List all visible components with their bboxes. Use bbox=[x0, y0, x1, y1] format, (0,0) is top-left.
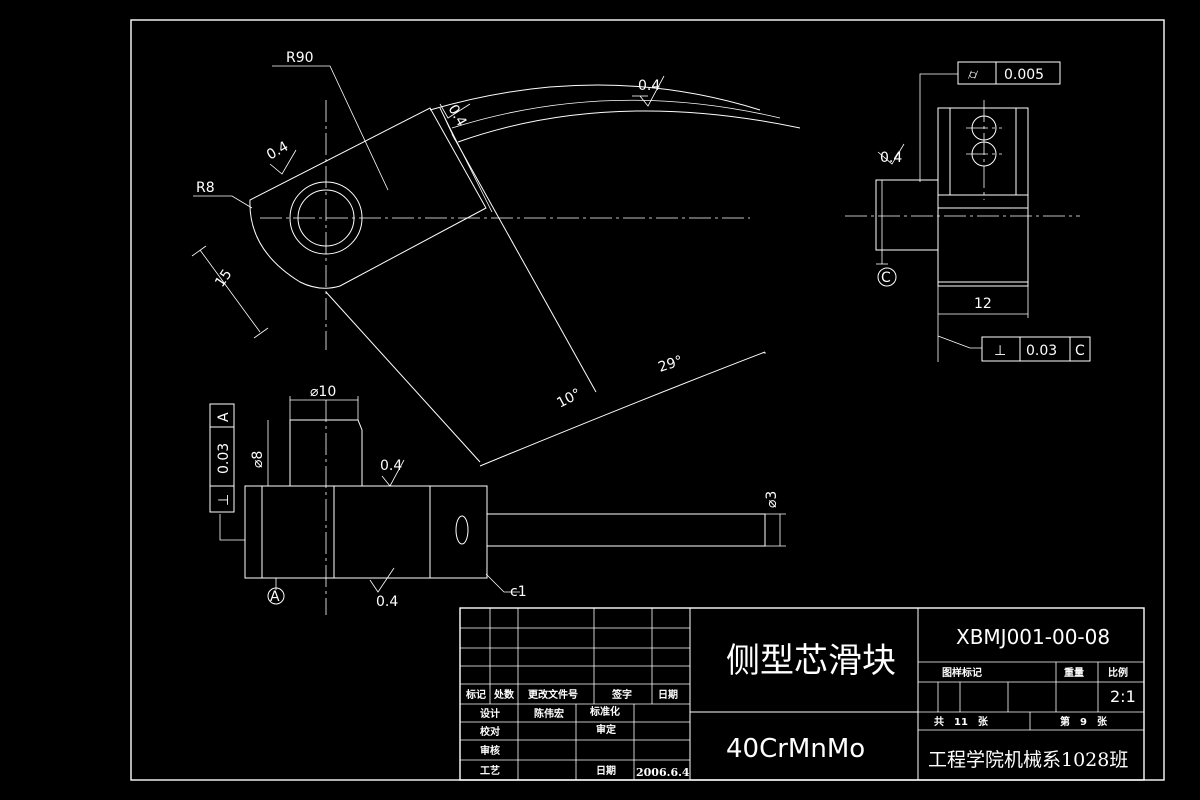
datum-a-marker: A bbox=[267, 587, 285, 605]
school-name: 工程学院机械系1028班 bbox=[928, 749, 1128, 771]
datum-a-label: A bbox=[270, 589, 280, 605]
material: 40CrMnMo bbox=[726, 734, 865, 764]
process-label: 工艺 bbox=[480, 764, 500, 777]
designer-name: 陈伟宏 bbox=[534, 707, 564, 720]
dim-c1: c1 bbox=[510, 584, 527, 600]
check-label: 校对 bbox=[480, 725, 500, 738]
dim-dia8: ⌀8 bbox=[250, 451, 266, 468]
fcf-cyl-symbol: ⌭ bbox=[968, 67, 978, 83]
rough-eye: 0.4 bbox=[264, 138, 291, 163]
date-value: 2006.6.4 bbox=[636, 766, 690, 779]
datum-c-marker: C bbox=[877, 267, 897, 287]
drawing-number: XBMJ001-00-08 bbox=[956, 625, 1110, 649]
dim-r8: R8 bbox=[196, 180, 215, 196]
fcf-a-ref: A bbox=[216, 412, 232, 422]
date-label: 日期 bbox=[596, 764, 616, 777]
cylindricity-frame: ⌭ 0.005 bbox=[957, 61, 1061, 85]
perpendicularity-frame-c: ⊥ 0.03 C bbox=[981, 336, 1091, 362]
fcf-c-value: 0.03 bbox=[1026, 343, 1057, 359]
fcf-a-symbol: ⊥ bbox=[216, 494, 232, 506]
rev-header-sign: 签字 bbox=[611, 688, 632, 701]
scale-value: 2:1 bbox=[1110, 687, 1136, 706]
title-block: 标记 处数 更改文件号 签字 日期 设计 陈伟宏 标准化 校对 审定 审核 工艺… bbox=[459, 607, 1145, 781]
review-label: 审定 bbox=[596, 723, 616, 736]
rough-side: 0.4 bbox=[880, 150, 902, 166]
rev-header-docno: 更改文件号 bbox=[528, 688, 578, 701]
main-view bbox=[191, 65, 801, 467]
standard-label: 标准化 bbox=[589, 705, 620, 718]
fcf-c-ref: C bbox=[1075, 343, 1085, 359]
rough-shank: 0.4 bbox=[376, 594, 398, 610]
stage-label: 图样标记 bbox=[942, 666, 982, 679]
dim-angle29: 29° bbox=[656, 353, 685, 376]
perpendicularity-frame-a: A 0.03 ⊥ bbox=[209, 403, 235, 513]
dim-angle10: 10° bbox=[554, 386, 583, 412]
dim-dia3: ⌀3 bbox=[764, 491, 780, 508]
sheet-current: 第 9 张 bbox=[1060, 715, 1108, 728]
rough-arc: 0.4 bbox=[638, 78, 660, 94]
bottom-view bbox=[219, 396, 786, 615]
sheets-total: 共 11 张 bbox=[934, 715, 989, 728]
side-view bbox=[845, 73, 1080, 362]
fcf-a-value: 0.03 bbox=[216, 443, 232, 474]
fcf-c-symbol: ⊥ bbox=[994, 343, 1006, 359]
part-name: 侧型芯滑块 bbox=[726, 641, 896, 681]
rev-header-date: 日期 bbox=[658, 688, 678, 701]
design-label: 设计 bbox=[480, 707, 500, 720]
dimension-labels: R90 R8 15 0.4 0.4 0.4 29° 10° ⌀10 ⌀8 ⌀3 … bbox=[196, 50, 992, 610]
fcf-cyl-value: 0.005 bbox=[1004, 67, 1044, 83]
dim-r90: R90 bbox=[286, 50, 314, 66]
audit-label: 审核 bbox=[480, 744, 500, 757]
dim-12: 12 bbox=[974, 296, 992, 312]
rev-header-mark: 标记 bbox=[465, 688, 486, 701]
rough-bottom: 0.4 bbox=[380, 458, 402, 474]
dim-15: 15 bbox=[212, 267, 235, 291]
datum-c-label: C bbox=[881, 270, 891, 286]
scale-label: 比例 bbox=[1108, 666, 1128, 679]
weight-label: 重量 bbox=[1064, 666, 1084, 679]
rev-header-count: 处数 bbox=[493, 688, 515, 701]
dim-dia10: ⌀10 bbox=[310, 384, 336, 400]
